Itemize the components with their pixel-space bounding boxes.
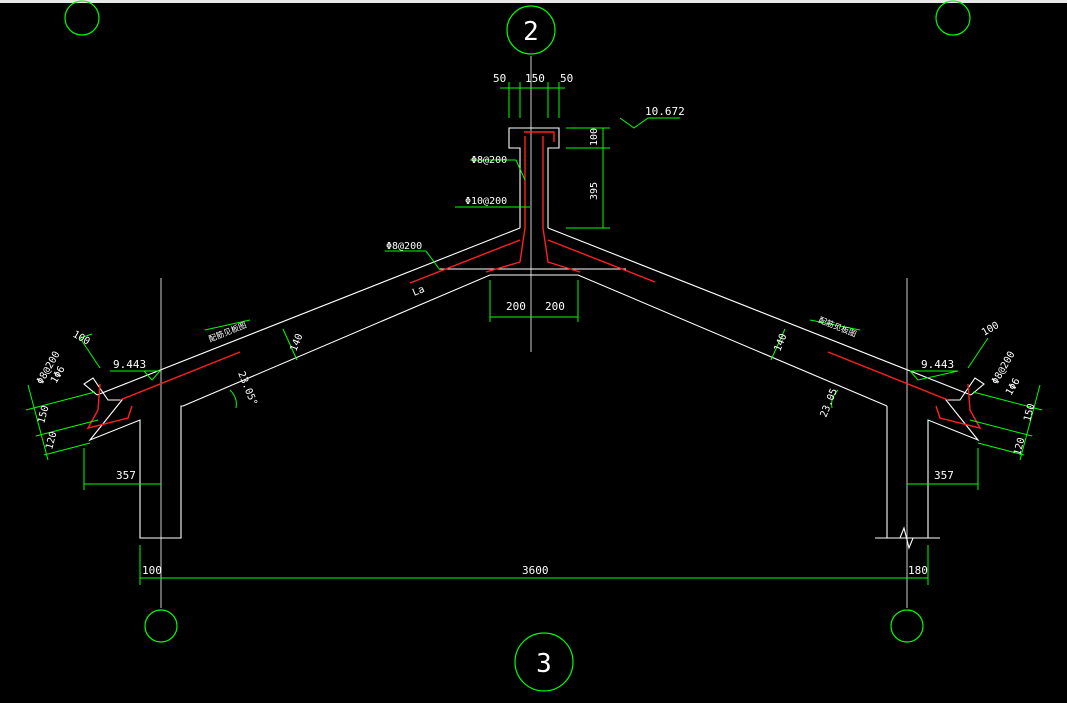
dim-ridge-cap-height-label: 100 [589, 128, 600, 146]
ridge-stem-outline [508, 127, 560, 228]
dim-gutter-left [27, 384, 49, 461]
dim-span-right-wall-label: 180 [908, 564, 928, 577]
axis-bubble-bottom-center [514, 632, 574, 692]
dim-gutter-left-bottom-label: 120 [44, 430, 59, 450]
dim-gutter-right [1019, 384, 1041, 461]
ridge-stem-rebar [524, 131, 555, 142]
dim-gutter-left-mid-label: 150 [36, 404, 51, 424]
left-slab-top [96, 227, 521, 396]
dim-gutter-right-top-label: 100 [980, 320, 1001, 339]
slab-soffit [182, 274, 888, 407]
rebar-lines [86, 131, 982, 430]
dim-slab-left [282, 328, 298, 361]
dim-ridge-center-label: 150 [525, 72, 545, 85]
dim-gutter-right-mid-label: 150 [1022, 402, 1037, 422]
axis-bubbles [64, 0, 971, 692]
elev-ridge-label: 10.672 [645, 105, 685, 118]
window-top-strip [0, 0, 1067, 3]
elev-left-label: 9.443 [113, 358, 146, 371]
left-gutter-wall [83, 377, 183, 539]
rebar-left-slab-tag: La [411, 284, 426, 299]
axis-bubble-top-left [64, 0, 100, 36]
dim-overhang-left-label: 357 [116, 469, 136, 482]
leader-left-note [204, 319, 251, 331]
rebar-ridge-main-label: Φ10@200 [465, 196, 507, 207]
axis-bubble-bottom-left [144, 609, 178, 643]
axis-label-bottom: 3 [536, 649, 552, 679]
dim-ridge-left-label: 50 [493, 72, 506, 85]
right-slab-rebar [827, 351, 949, 401]
dim-ridge-half-left-label: 200 [506, 300, 526, 313]
left-slab-note-label: 配筋见板图 [207, 320, 248, 344]
angle-arc-left [229, 389, 237, 409]
leader-right-note [809, 319, 861, 331]
right-gutter-wall [886, 377, 985, 539]
dim-ridge-stem-height-label: 395 [589, 182, 600, 200]
dim-span-left-wall-label: 100 [142, 564, 162, 577]
rebar-right-gutter-sub: 1Φ6 [1004, 376, 1023, 397]
left-gutter-rebar [86, 383, 133, 430]
axis-bubble-top-center [506, 5, 556, 55]
dim-span-total-label: 3600 [522, 564, 549, 577]
dim-gutter-right-bottom-label: 120 [1012, 436, 1027, 456]
dim-overhang-right-label: 357 [934, 469, 954, 482]
left-slab-rebar [119, 351, 241, 401]
axis-bubble-top-right [935, 0, 971, 36]
elev-right-label: 9.443 [921, 358, 954, 371]
roof-concrete-outline [83, 127, 985, 550]
right-slab-note-label: 配筋见板图 [817, 315, 858, 339]
center-lines [160, 56, 908, 608]
elev-marker-right [909, 370, 959, 381]
ridge-rebar-top-right [547, 239, 656, 283]
elev-marker-ridge [619, 117, 680, 129]
angle-arc-right [831, 389, 839, 409]
ridge-rebar-left-leg [485, 227, 526, 273]
ridge-rebar-top-left [409, 239, 521, 284]
dim-slab-right-label: 140 [773, 332, 790, 353]
dimension-lines [25, 82, 1043, 585]
dim-slab-left-label: 140 [289, 332, 306, 353]
dim-slab-right [770, 328, 786, 361]
dim-ridge-right-label: 50 [560, 72, 573, 85]
dim-gutter-left-top-label: 100 [71, 329, 92, 348]
right-gutter-rebar [935, 383, 982, 430]
elev-marker-left [110, 370, 162, 381]
ridge-rebar-right-leg [542, 227, 581, 273]
angle-right-label: 23.05 [819, 387, 840, 419]
dim-ridge-half-right-label: 200 [545, 300, 565, 313]
rebar-ridge-stirrup-label: Φ8@200 [471, 155, 507, 166]
axis-label-top: 2 [523, 17, 539, 47]
rebar-left-slab-label: Φ8@200 [386, 241, 422, 252]
axis-bubble-bottom-right [890, 609, 924, 643]
right-wall-break [875, 526, 940, 550]
right-slab-top [547, 227, 972, 396]
